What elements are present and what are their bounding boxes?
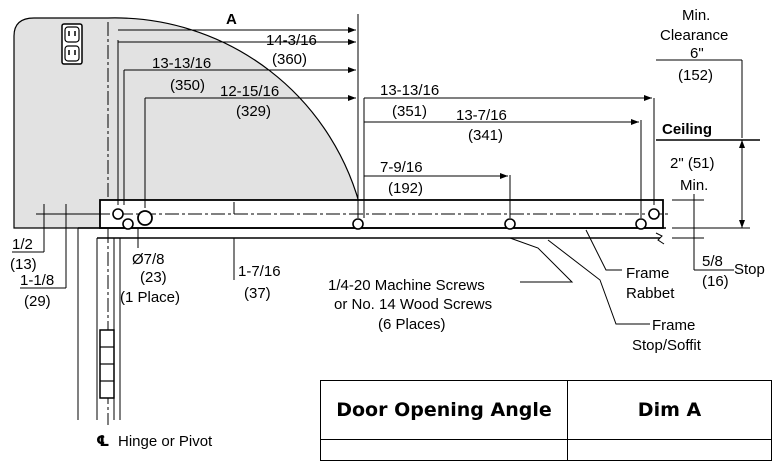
centerline-symbol: ℄ bbox=[96, 433, 109, 450]
dimension-lines bbox=[118, 27, 652, 179]
extension-lines bbox=[117, 14, 655, 218]
screw-hole bbox=[648, 208, 660, 220]
dim-13-7-16: 13-7/16 bbox=[456, 107, 507, 124]
dim-341: (341) bbox=[468, 127, 503, 144]
rabbet-line-2: Rabbet bbox=[626, 285, 675, 302]
dim-12-15-16: 12-15/16 bbox=[220, 83, 279, 100]
hinge-icon bbox=[99, 329, 115, 399]
dim-dia-7-8: Ø7/8 bbox=[132, 251, 165, 268]
soffit-line-2: Stop/Soffit bbox=[632, 337, 702, 354]
dim-192: (192) bbox=[388, 180, 423, 197]
dim-13-13-16-b: 13-13/16 bbox=[380, 82, 439, 99]
dim-5-8: 5/8 bbox=[702, 253, 723, 270]
rabbet-line-1: Frame bbox=[626, 265, 669, 282]
table-header-row: Door Opening Angle Dim A bbox=[320, 380, 772, 440]
screws-line-1: 1/4-20 Machine Screws bbox=[328, 277, 485, 294]
table-cell bbox=[567, 439, 772, 461]
dim-23: (23) bbox=[140, 269, 167, 286]
dim-37: (37) bbox=[244, 285, 271, 302]
dim-13-13-16-a: 13-13/16 bbox=[152, 55, 211, 72]
left-offset-dims bbox=[12, 202, 235, 289]
leader-lines bbox=[509, 229, 650, 325]
ceiling-label: Ceiling bbox=[662, 121, 712, 138]
screw-hole bbox=[635, 218, 647, 230]
door-swing-arc bbox=[13, 17, 363, 229]
dim-1-1-8: 1-1/8 bbox=[20, 272, 54, 289]
col-dim-a: Dim A bbox=[567, 380, 772, 440]
table-cell bbox=[320, 439, 568, 461]
dim-29: (29) bbox=[24, 293, 51, 310]
right-vertical-dims bbox=[656, 59, 760, 271]
screws-line-2: or No. 14 Wood Screws bbox=[334, 296, 492, 313]
dim-7-9-16: 7-9/16 bbox=[380, 159, 423, 176]
screw-hole bbox=[352, 218, 364, 230]
dim-13: (13) bbox=[10, 256, 37, 273]
screw-hole bbox=[122, 218, 134, 230]
soffit-line-1: Frame bbox=[652, 317, 695, 334]
col-door-opening-angle: Door Opening Angle bbox=[320, 380, 568, 440]
dim-16: (16) bbox=[702, 273, 729, 290]
hinge-label: Hinge or Pivot bbox=[118, 433, 213, 450]
dim-1-7-16: 1-7/16 bbox=[238, 263, 281, 280]
screw-hole bbox=[504, 218, 516, 230]
dim-360: (360) bbox=[272, 51, 307, 68]
frame-line bbox=[78, 227, 666, 245]
dim-one-place: (1 Place) bbox=[120, 289, 180, 306]
outlet-icon bbox=[61, 23, 83, 65]
dim-a-label: A bbox=[226, 11, 237, 28]
screw-hole bbox=[112, 208, 124, 220]
dim-1-2: 1/2 bbox=[12, 236, 33, 253]
clearance-152: (152) bbox=[678, 67, 713, 84]
dim-2in-51: 2" (51) bbox=[670, 155, 715, 172]
mounting-holes bbox=[112, 208, 660, 230]
screws-line-3: (6 Places) bbox=[378, 316, 446, 333]
dim-350: (350) bbox=[170, 77, 205, 94]
dim-a-table: Door Opening Angle Dim A bbox=[320, 380, 772, 461]
clearance-min: Min. bbox=[682, 7, 710, 24]
clearance-word: Clearance bbox=[660, 27, 728, 44]
dim-14-3-16: 14-3/16 bbox=[266, 32, 317, 49]
dim-2in-min: Min. bbox=[680, 177, 708, 194]
dim-329: (329) bbox=[236, 103, 271, 120]
pinion-hole bbox=[137, 210, 153, 226]
stop-label: Stop bbox=[734, 261, 765, 278]
mounting-plate bbox=[96, 199, 670, 229]
dim-351: (351) bbox=[392, 103, 427, 120]
table-row bbox=[320, 439, 772, 461]
clearance-6in: 6" bbox=[690, 45, 704, 62]
